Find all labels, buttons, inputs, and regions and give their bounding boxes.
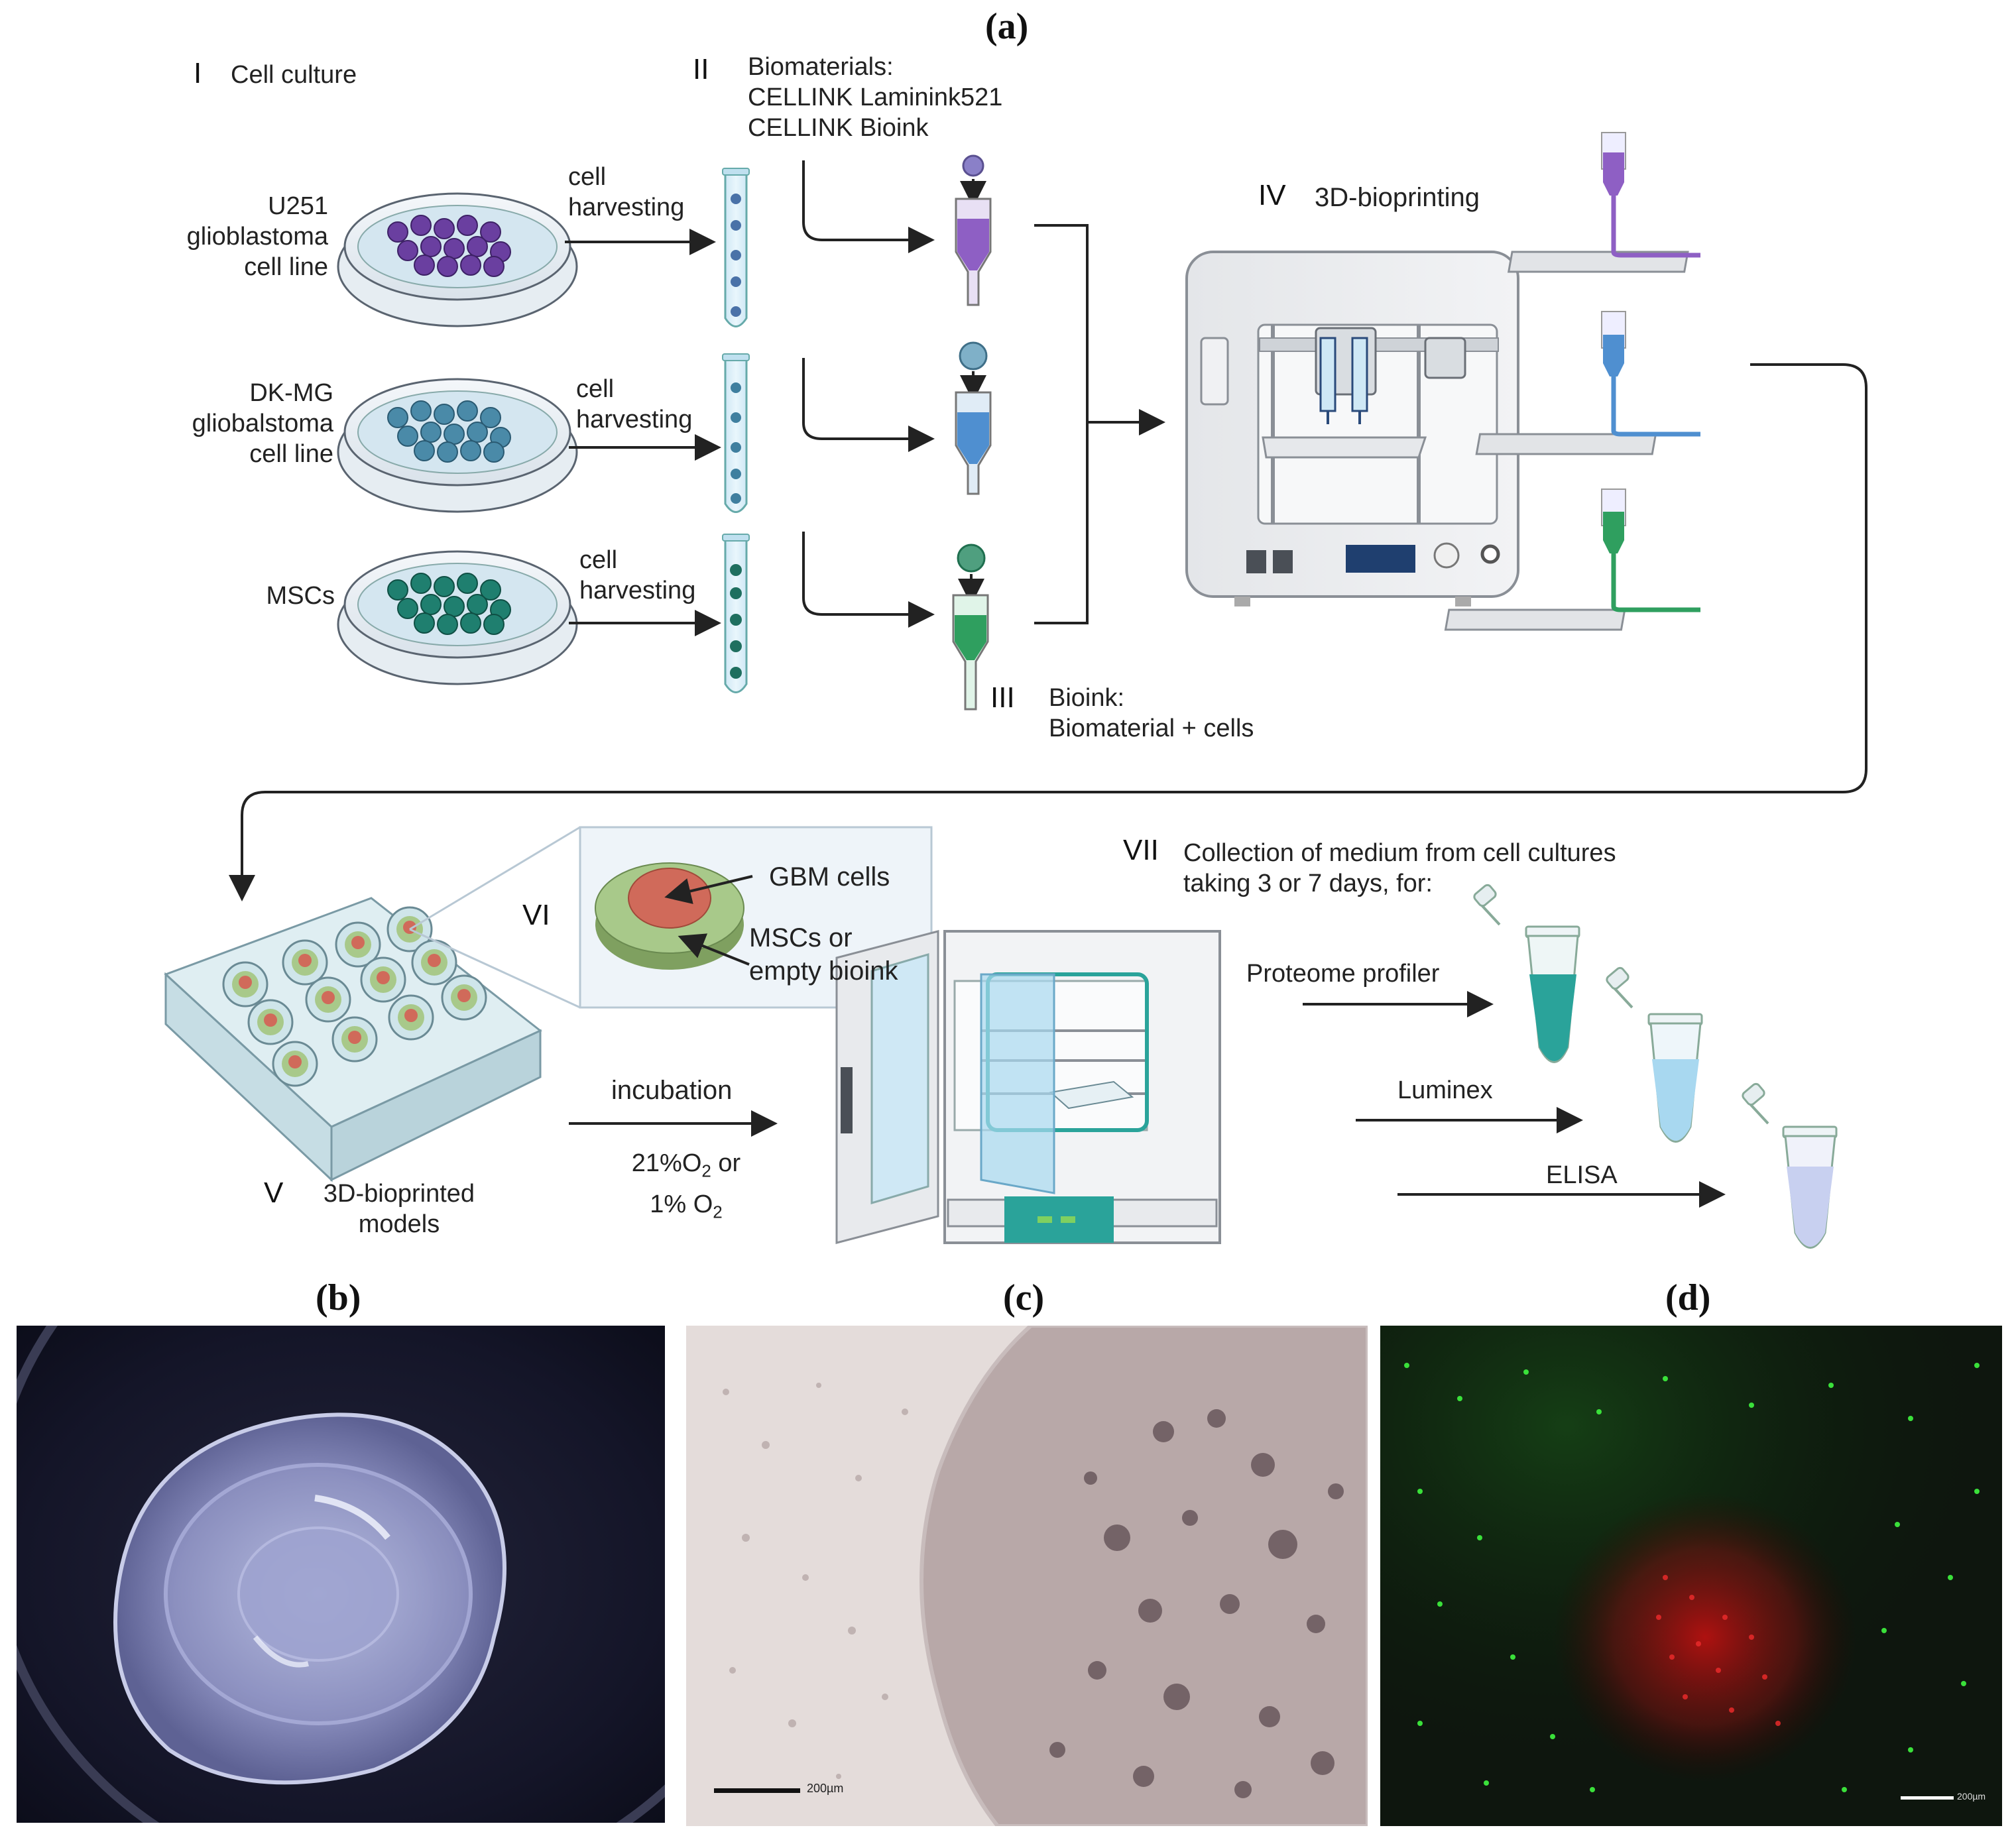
arrow-biomaterial-3 [802, 532, 935, 628]
well-plate [164, 897, 542, 1182]
printed-strand-green [1444, 489, 1700, 631]
panel-label-c: (c) [1003, 1277, 1045, 1318]
arrow-mscs [678, 933, 750, 966]
harvest-label-3: cell harvesting [579, 545, 695, 606]
harvest-label-1: cell harvesting [568, 162, 684, 223]
arrow-biomaterial-1 [802, 160, 935, 253]
cell-line-u251-line-2: glioblastoma [186, 223, 328, 251]
harvest-2-line-2: harvesting [576, 406, 693, 433]
harvest-1-line-2: harvesting [568, 194, 685, 221]
arrow-return [229, 363, 1868, 901]
step-ii-line-2: CELLINK Laminink521 [748, 84, 1003, 111]
step-v-line-2: models [358, 1210, 440, 1238]
step-ii-label: Biomaterials: CELLINK Laminink521 CELLIN… [748, 52, 1002, 143]
bioprinter [1185, 251, 1519, 606]
syringe-blue [955, 341, 992, 495]
harvest-1-line-1: cell [568, 163, 607, 191]
step-vii-label: Collection of medium from cell cultures … [1183, 838, 1616, 899]
harvest-2-line-1: cell [576, 375, 615, 403]
harvest-3-line-1: cell [579, 546, 618, 574]
cell-line-mscs-line-1: MSCs [266, 582, 335, 610]
printed-strand-blue [1475, 311, 1700, 455]
printed-strand-purple [1507, 132, 1700, 273]
step-iv-numeral: IV [1258, 179, 1286, 211]
zoom-line-bottom [409, 928, 581, 1009]
panel-label-b: (b) [316, 1277, 361, 1318]
workflow-diagram [164, 132, 1868, 1249]
scale-bar-c-label: 200µm [807, 1782, 844, 1795]
fluorescence-drawing [1380, 1326, 2002, 1826]
condition-hypoxia: 1% O2 [600, 1188, 772, 1229]
panel-label-d: (d) [1665, 1277, 1711, 1318]
step-vii-numeral: VII [1123, 834, 1159, 866]
assay-luminex: Luminex [1397, 1076, 1493, 1104]
mscs-line-1: MSCs or [749, 923, 853, 952]
scale-bar-c [714, 1788, 800, 1793]
incubator [835, 930, 1221, 1244]
step-ii-line-3: CELLINK Bioink [748, 114, 929, 142]
cond1-text: 21%O [631, 1149, 702, 1177]
cell-line-label-u251: U251 glioblastoma cell line [133, 191, 328, 282]
cond1-tail: or [711, 1149, 741, 1177]
mscs-line-2: empty bioink [749, 956, 898, 986]
construct-drawing [17, 1326, 665, 1823]
petri-dish-dkmg [337, 378, 578, 513]
tube-luminex [1606, 966, 1703, 1143]
gbm-cells-label: GBM cells [769, 862, 890, 891]
cond2-sub: 2 [713, 1202, 723, 1222]
step-v-line-1: 3D-bioprinted [323, 1180, 475, 1208]
photo-d-fluorescence: 200µm [1380, 1326, 2002, 1826]
step-iii-label: Bioink: Biomaterial + cells [1049, 683, 1254, 744]
tube-proteome [1473, 884, 1580, 1063]
cell-line-u251-line-1: U251 [268, 192, 328, 220]
assay-proteome-profiler: Proteome profiler [1246, 960, 1440, 988]
step-ii-numeral: II [693, 53, 709, 86]
tube-elisa [1742, 1082, 1838, 1249]
syringe-green [952, 544, 989, 711]
cell-line-label-dkmg: DK-MG gliobalstoma cell line [133, 378, 333, 469]
test-tube-1 [722, 168, 750, 327]
photo-b-construct [17, 1326, 665, 1823]
arrow-biomaterial-2 [802, 358, 935, 452]
condition-normoxia: 21%O2 or [600, 1147, 772, 1188]
step-vii-line-2: taking 3 or 7 days, for: [1183, 870, 1433, 897]
step-iv-label: 3D-bioprinting [1315, 183, 1480, 212]
step-iii-line-2: Biomaterial + cells [1049, 715, 1254, 742]
cell-line-dkmg-line-2: gliobalstoma [192, 410, 333, 437]
step-v-numeral: V [264, 1177, 284, 1209]
step-i-numeral: I [194, 57, 202, 89]
cond1-sub: 2 [701, 1161, 711, 1181]
photo-c-brightfield: 200µm [686, 1326, 1368, 1826]
assay-elisa: ELISA [1546, 1161, 1618, 1189]
zoom-line-top [409, 826, 581, 931]
incubation-label: incubation [611, 1076, 733, 1105]
step-i-label: Cell culture [231, 61, 357, 89]
test-tube-3 [722, 534, 750, 693]
cell-line-label-mscs: MSCs [133, 581, 335, 611]
step-iii-line-1: Bioink: [1049, 684, 1125, 712]
step-vi-numeral: VI [522, 899, 550, 931]
brightfield-drawing [686, 1326, 1368, 1826]
mscs-label: MSCs or empty bioink [749, 921, 898, 988]
step-vii-line-1: Collection of medium from cell cultures [1183, 839, 1616, 867]
step-v-label: 3D-bioprinted models [300, 1179, 499, 1239]
test-tube-2 [722, 353, 750, 513]
bracket-to-printer [1034, 224, 1089, 624]
petri-dish-mscs [337, 550, 578, 685]
scale-bar-d-label: 200µm [1957, 1791, 1986, 1802]
petri-dish-u251 [337, 192, 578, 327]
scale-bar-d [1901, 1796, 1954, 1800]
step-ii-line-1: Biomaterials: [748, 53, 894, 81]
harvest-label-2: cell harvesting [576, 374, 692, 435]
panel-label-a: (a) [985, 6, 1029, 47]
incubation-conditions: 21%O2 or 1% O2 [600, 1147, 772, 1228]
arrow-gbm-cells [664, 875, 753, 904]
step-iii-numeral: III [990, 681, 1015, 714]
cell-line-dkmg-line-1: DK-MG [249, 379, 333, 407]
cell-line-u251-line-3: cell line [244, 253, 328, 281]
cond2-text: 1% O [650, 1190, 713, 1218]
syringe-purple [955, 154, 992, 306]
cell-line-dkmg-line-3: cell line [249, 440, 333, 468]
harvest-3-line-2: harvesting [579, 577, 696, 604]
